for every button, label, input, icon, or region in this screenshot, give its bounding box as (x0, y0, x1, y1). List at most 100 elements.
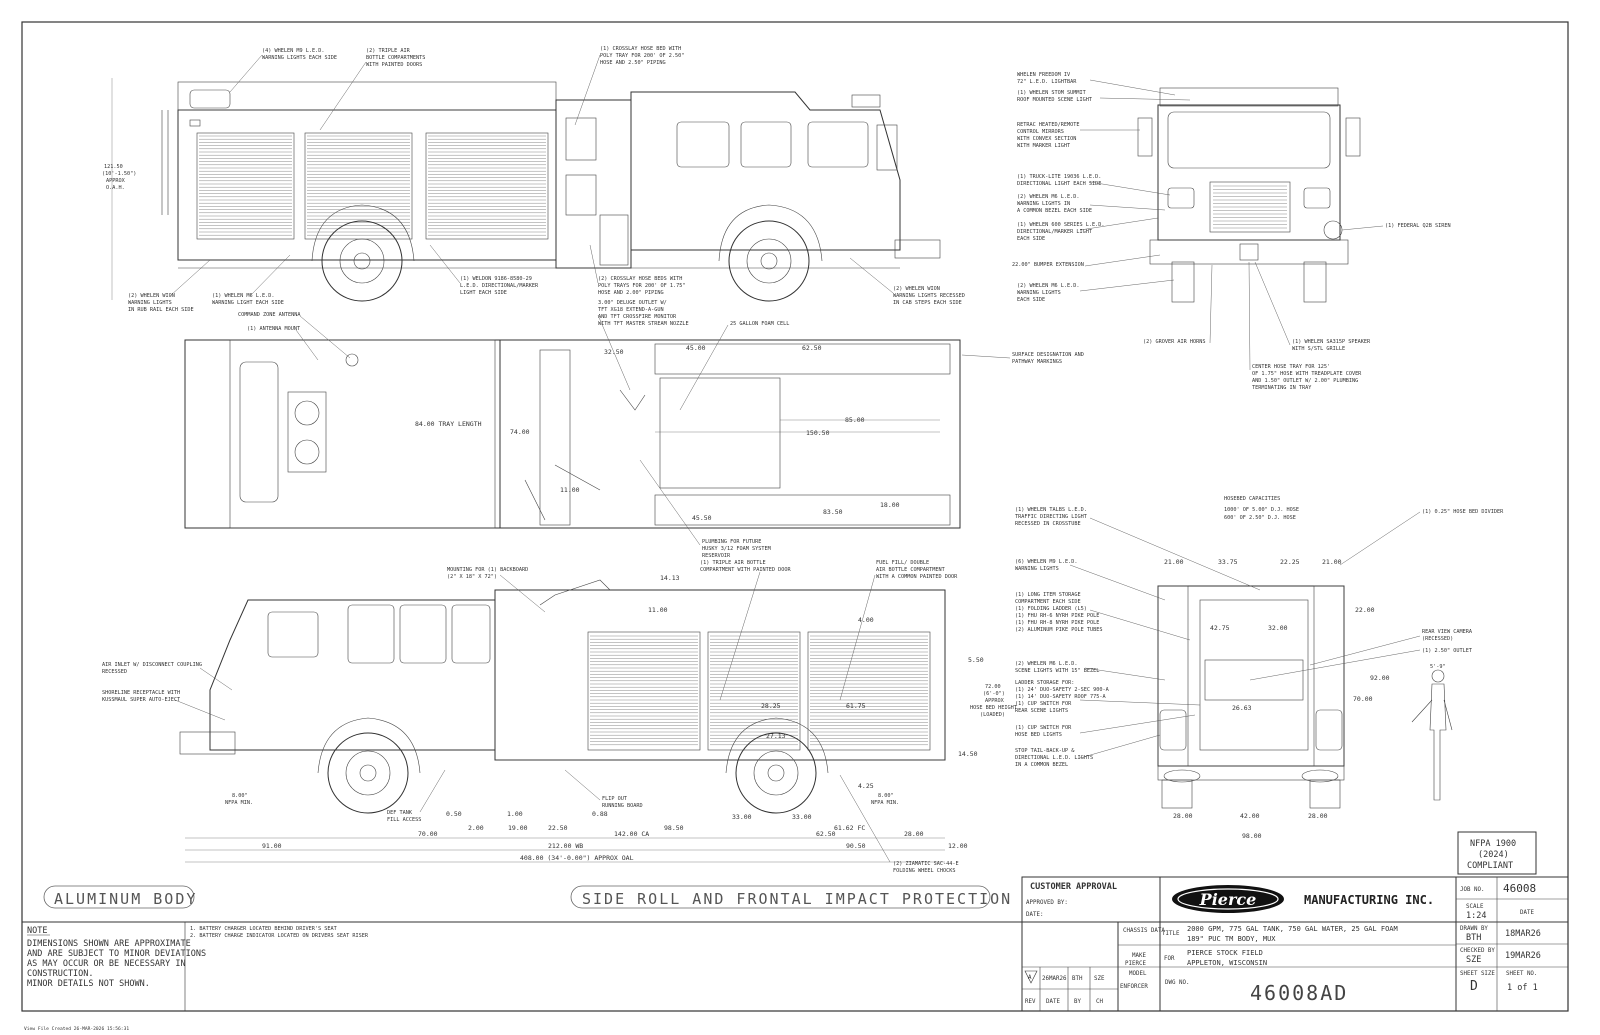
dim-plan-7: 11.00 (560, 486, 580, 494)
callout-air-inlet-2: RECESSED (102, 669, 127, 675)
callout-600: (1) WHELEN 600 SERIES L.E.D. (1017, 222, 1104, 228)
callout-cup-hose-2: HOSE BED LIGHTS (1015, 732, 1062, 738)
callout-deluge: 3.00" DELUGE OUTLET W/ (598, 300, 667, 306)
callout-speaker: (1) WHELEN SA315P SPEAKER (1292, 339, 1371, 345)
callout-ladder-3: (1) 14' DUO-SAFETY ROOF 775-A (1015, 694, 1106, 700)
callout-wion: (2) WHELEN WION (128, 293, 175, 299)
rear-dims-dim-3: 21.00 (1322, 558, 1342, 566)
rev-hdr-date: DATE (1046, 999, 1060, 1005)
sheet-value: 1 of 1 (1507, 983, 1538, 993)
bottom-dims-dim-23: 90.50 (846, 842, 866, 850)
make-label: MAKE (1132, 953, 1146, 959)
callout-long-item-3: (1) FOLDING LADDER (L5) (1015, 606, 1087, 612)
bottom-dims-dim-13: 33.00 (732, 813, 752, 821)
callout-bumper: 22.00" BUMPER EXTENSION (1012, 262, 1084, 268)
rear-dims-dim-13: 98.00 (1242, 832, 1262, 840)
revision-triangle (1024, 970, 1038, 984)
for-line1: PIERCE STOCK FIELD (1187, 949, 1263, 957)
callout-divider: (1) 0.25" HOSE BED DIVIDER (1422, 509, 1504, 515)
scale-value: 1:24 (1466, 911, 1486, 921)
callout-m6-front-3: A COMMON BEZEL EACH SIDE (1017, 208, 1092, 214)
callout-m9-lights-2: WARNING LIGHTS EACH SIDE (262, 55, 337, 61)
rear-dims-dim-5: 32.00 (1268, 624, 1288, 632)
revision-letter: A (1028, 975, 1032, 981)
chassis-label: CHASSIS DATA (1123, 928, 1165, 934)
rear-dims-dim-1: 33.75 (1218, 558, 1238, 566)
rear-dims-dim-6: 22.00 (1355, 606, 1375, 614)
callout-crosslay-beds-2: POLY TRAYS FOR 200' OF 1.75" (598, 283, 685, 289)
revision-ch: SZE (1094, 976, 1105, 982)
callout-mirrors-3: WITH CONVEX SECTION (1017, 136, 1076, 142)
callout-mirrors-4: WITH MARKER LIGHT (1017, 143, 1070, 149)
callout-wion-steps-2: WARNING LIGHTS RECESSED (893, 293, 965, 299)
callout-m6-front: (2) WHELEN M6 L.E.D. (1017, 194, 1079, 200)
model-label: MODEL (1129, 971, 1147, 977)
date-label: DATE: (1026, 912, 1043, 918)
company-name: MANUFACTURING INC. (1304, 893, 1434, 907)
callout-crosslay-2: POLY TRAY FOR 200' OF 2.50" (600, 53, 684, 59)
dim-plan-6: 74.00 (510, 428, 530, 436)
note-line-3: AS MAY OCCUR OR BE NECESSARY IN (27, 959, 186, 969)
checked-date: 19MAR26 (1505, 951, 1541, 961)
callout-m9-rear: (6) WHELEN M9 L.E.D. (1015, 559, 1077, 565)
model-value: ENFORCER (1120, 984, 1148, 990)
callout-triple-air-b: (1) TRIPLE AIR BOTTLE (700, 560, 766, 566)
size-value: D (1470, 979, 1478, 994)
dim-plan-2: 45.00 (686, 344, 706, 352)
callout-wion-steps: (2) WHELEN WION (893, 286, 940, 292)
rollup-slats (199, 135, 546, 236)
scale-label: SCALE (1466, 904, 1484, 910)
person-figure (1411, 669, 1453, 801)
nfpa-box (1457, 831, 1537, 875)
bottom-dims-dim-26: 27.13 (766, 732, 786, 740)
drawn-by: BTH (1466, 933, 1481, 943)
dim-height: 121.50 (104, 164, 123, 170)
callout-m6-each: (2) WHELEN M6 L.E.D. (1017, 283, 1079, 289)
callout-center-tray-2: OF 1.75" HOSE WITH TREADPLATE COVER (1252, 371, 1362, 377)
side-view-top: 121.50 (10'-1.50") APPROX O.A.H. (4) WHE… (102, 46, 965, 313)
callout-cz-antenna: COMMAND ZONE ANTENNA (238, 312, 301, 318)
callout-crosslay-beds-3: HOSE AND 2.00" PIPING (598, 290, 664, 296)
hosebed-capacity-1: 1000' OF 5.00" D.J. HOSE (1224, 507, 1299, 513)
nfpa-line2: (2024) (1478, 850, 1509, 860)
drawn-date: 18MAR26 (1505, 929, 1541, 939)
rear-dims-dim-11: 42.00 (1240, 812, 1260, 820)
for-label: FOR (1164, 956, 1175, 962)
aluminum-body-label: ALUMINUM BODY (54, 890, 197, 908)
rev-hdr: REV (1025, 999, 1036, 1005)
bottom-dims-dim-9: 2.00 (468, 824, 484, 832)
bottom-dims-dim-20: 12.00 (948, 842, 968, 850)
callout-siren: (1) FEDERAL Q2B SIREN (1385, 223, 1451, 229)
callout-ladder-2: (1) 24' DUO-SAFETY 2-SEC 900-A (1015, 687, 1110, 693)
bottom-dims-dim-17: 142.00 CA (614, 830, 649, 838)
date-header: DATE (1520, 910, 1534, 916)
bottom-dims-dim-16: 70.00 (418, 830, 438, 838)
dim-plan-8: 45.50 (692, 514, 712, 522)
callout-flip-out: FLIP OUT (602, 796, 627, 802)
bottom-dims-dim-7: 1.00 (507, 810, 523, 818)
battery-note-2: 2. BATTERY CHARGE INDICATOR LOCATED ON D… (190, 933, 369, 939)
hosebed-capacities-heading: HOSEBED CAPACITIES (1224, 496, 1280, 502)
dim-plan-3: 62.50 (802, 344, 822, 352)
callout-ladder: LADDER STORAGE FOR: (1015, 680, 1074, 686)
sheet-border (21, 21, 1569, 1012)
dim-height-oah: O.A.H. (106, 185, 125, 191)
callout-plumbing-2: HUSKY 3/12 FOAM SYSTEM (702, 546, 771, 552)
bottom-dims-dim-5: 4.25 (858, 782, 874, 790)
rear-dims-dim-0: 21.00 (1164, 558, 1184, 566)
bottom-dims-dim-22: 212.00 WB (548, 842, 583, 850)
callout-triple-air-3: WITH PAINTED DOORS (366, 62, 422, 68)
plan-tray-length: 84.00 TRAY LENGTH (415, 420, 482, 428)
callout-triple-air-2: BOTTLE COMPARTMENTS (366, 55, 425, 61)
callout-shoreline-2: KUSSMAUL SUPER AUTO-EJECT (102, 697, 180, 703)
callout-fuel-3: WITH A COMMON PAINTED DOOR (876, 574, 958, 580)
callout-deluge-4: WITH TFT MASTER STREAM NOZZLE (598, 321, 689, 327)
callout-hosebed-height-2: (6'-0") (983, 691, 1005, 697)
callout-lightbar: WHELEN FREEDOM IV (1017, 72, 1070, 78)
notes-heading: NOTE (27, 926, 47, 936)
make-value: PIERCE (1125, 961, 1146, 967)
front-view: WHELEN FREEDOM IV 72" L.E.D. LIGHTBAR (1… (1012, 72, 1451, 391)
dim-person-height: 5'-9" (1430, 664, 1446, 670)
